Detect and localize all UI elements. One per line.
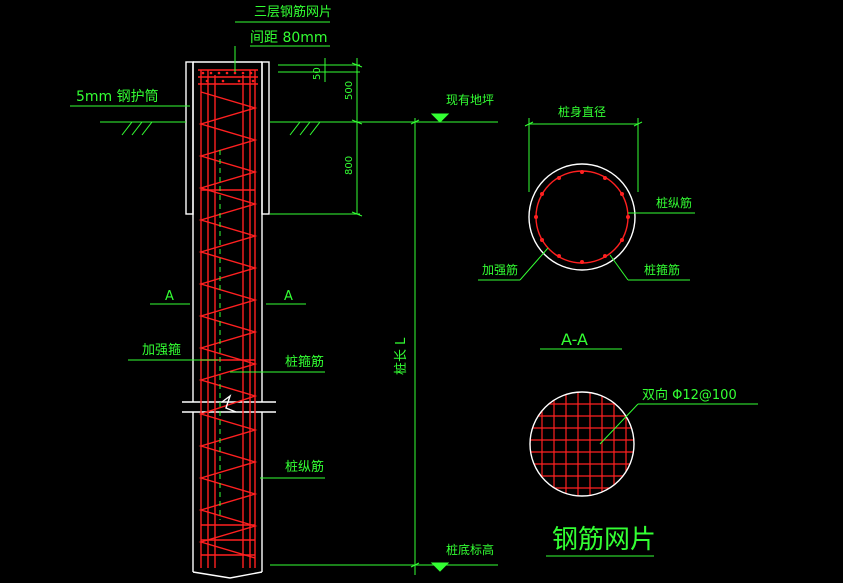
section-mark-a-left: A (165, 289, 174, 304)
longitudinal-label: 桩纵筋 (285, 459, 324, 475)
pile-elevation (182, 61, 276, 579)
section-stirrup-label: 桩箍筋 (644, 262, 680, 277)
mesh-spec-label: 双向 Φ12@100 (642, 387, 737, 403)
dim-50-label: 50 (312, 67, 323, 80)
section-stiffener-label: 加强筋 (482, 262, 518, 277)
section-title: A-A (561, 330, 588, 349)
section-annotation-lines (478, 118, 695, 350)
casing-label: 5mm 钢护筒 (76, 88, 159, 105)
steel-casing (185, 61, 270, 215)
mesh-dots-top (201, 71, 255, 83)
pile-bottom-label: 桩底标高 (446, 542, 494, 557)
mesh-title-label: 三层钢筋网片 (254, 4, 332, 20)
section-diameter-label: 桩身直径 (558, 104, 606, 119)
ground-label: 现有地坪 (446, 93, 494, 107)
section-a-a (478, 118, 695, 350)
stiffener-label: 加强箍 (142, 342, 181, 358)
annotation-lines (70, 21, 498, 575)
spiral-stirrup (198, 91, 258, 559)
pile-length-label: 桩长 L (394, 337, 409, 375)
section-mark-a-right: A (284, 289, 293, 304)
mesh-detail-title: 钢筋网片 (552, 525, 656, 555)
mesh-annotation-lines (546, 403, 758, 557)
dim-500-label: 500 (344, 81, 355, 100)
section-longitudinal-label: 桩纵筋 (656, 195, 692, 210)
dim-800-label: 800 (344, 156, 355, 175)
mesh-spacing-label: 间距 80mm (250, 30, 328, 46)
rebar-cage (198, 69, 258, 568)
section-longitudinal-bars (534, 170, 630, 264)
stirrup-label: 桩箍筋 (285, 354, 324, 370)
